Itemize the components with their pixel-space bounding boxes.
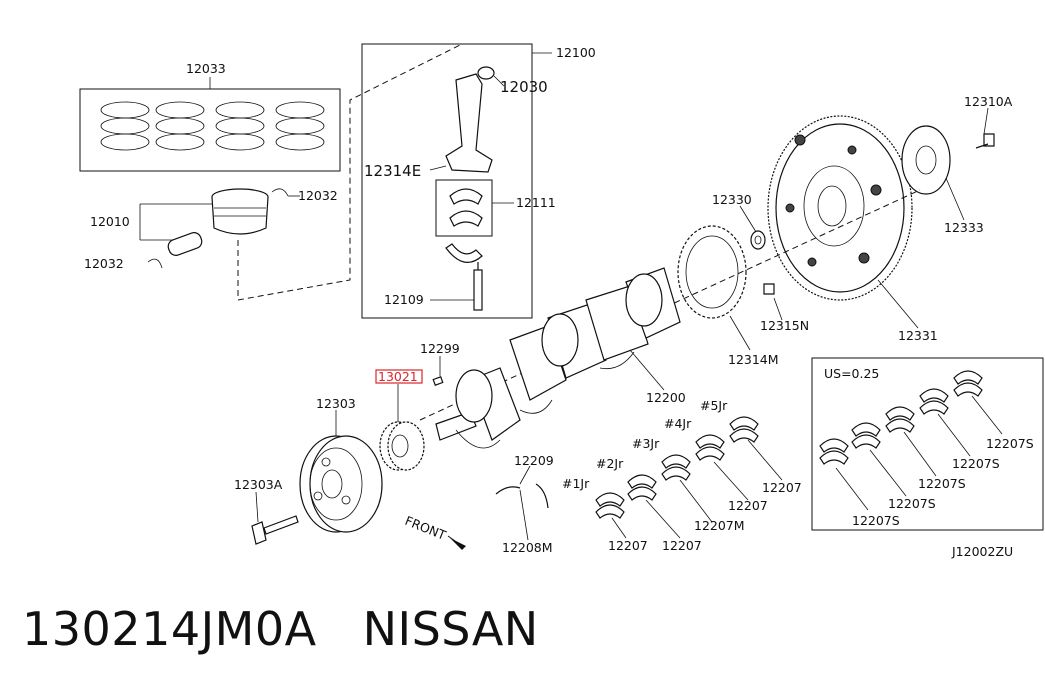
label-12315n: 12315N (760, 318, 809, 333)
label-12032-lower: 12032 (84, 256, 124, 271)
label-12331: 12331 (898, 328, 938, 343)
label-12207s-5: 12207S (852, 513, 900, 528)
diagram-code: J12002ZU (951, 544, 1013, 559)
part-caption: 130214JM0A NISSAN (22, 598, 539, 660)
engine-crankshaft-exploded-diagram: 12033 12032 12010 12032 (79, 43, 1044, 559)
piston-pin (167, 232, 203, 256)
label-12207-c: 12207 (608, 538, 648, 553)
label-12314e: 12314E (364, 162, 421, 180)
crankshaft (435, 267, 681, 449)
label-13021: 13021 (378, 369, 418, 384)
flywheel (767, 115, 913, 301)
pulley-bolt (251, 491, 299, 545)
label-12200: 12200 (646, 390, 686, 405)
label-12330: 12330 (712, 192, 752, 207)
label-12033: 12033 (186, 61, 226, 76)
label-12207-a: 12207 (762, 480, 802, 495)
brand-name: NISSAN (362, 602, 539, 656)
label-jr1: #1Jr (562, 476, 590, 491)
crank-pulley (299, 410, 383, 533)
piston-ring-set (79, 77, 341, 172)
label-12207s-2: 12207S (952, 456, 1000, 471)
label-12208m: 12208M (502, 540, 553, 555)
crank-key (432, 376, 444, 386)
flywheel-bolt (975, 133, 995, 149)
label-12207s-4: 12207S (888, 496, 936, 511)
signal-plate (677, 225, 747, 319)
snap-ring-upper (271, 188, 289, 197)
undersize-bearing-box (811, 357, 1044, 531)
label-12010: 12010 (90, 214, 130, 229)
label-12100: 12100 (556, 45, 596, 60)
label-12032-upper: 12032 (298, 188, 338, 203)
crankshaft-sprocket (379, 384, 425, 471)
label-12207s-3: 12207S (918, 476, 966, 491)
label-12207-b: 12207 (728, 498, 768, 513)
piston (211, 188, 269, 300)
label-jr5: #5Jr (700, 398, 728, 413)
label-undersize: US=0.25 (824, 366, 879, 381)
label-12314m: 12314M (728, 352, 779, 367)
pilot-bushing (750, 230, 766, 250)
part-number: 130214JM0A (22, 602, 317, 656)
plate-bolt (763, 283, 775, 295)
label-jr4: #4Jr (664, 416, 692, 431)
connecting-rod-assembly (361, 43, 552, 319)
label-jr2: #2Jr (596, 456, 624, 471)
label-12111: 12111 (516, 195, 556, 210)
label-12207s-1: 12207S (986, 436, 1034, 451)
label-12030: 12030 (500, 78, 548, 96)
label-jr3: #3Jr (632, 436, 660, 451)
flywheel-plate (901, 125, 951, 195)
label-12207m: 12207M (694, 518, 745, 533)
label-front: FRONT (403, 513, 449, 543)
label-12310a: 12310A (964, 94, 1013, 109)
front-arrow (447, 535, 466, 550)
highlight-box (375, 369, 423, 384)
label-12209: 12209 (514, 453, 554, 468)
main-bearings (595, 416, 759, 519)
label-12303a: 12303A (234, 477, 283, 492)
thrust-washers (495, 465, 549, 541)
label-12303: 12303 (316, 396, 356, 411)
label-12333: 12333 (944, 220, 984, 235)
label-12299: 12299 (420, 341, 460, 356)
label-12109: 12109 (384, 292, 424, 307)
label-12207-d: 12207 (662, 538, 702, 553)
snap-ring-lower (147, 258, 163, 269)
